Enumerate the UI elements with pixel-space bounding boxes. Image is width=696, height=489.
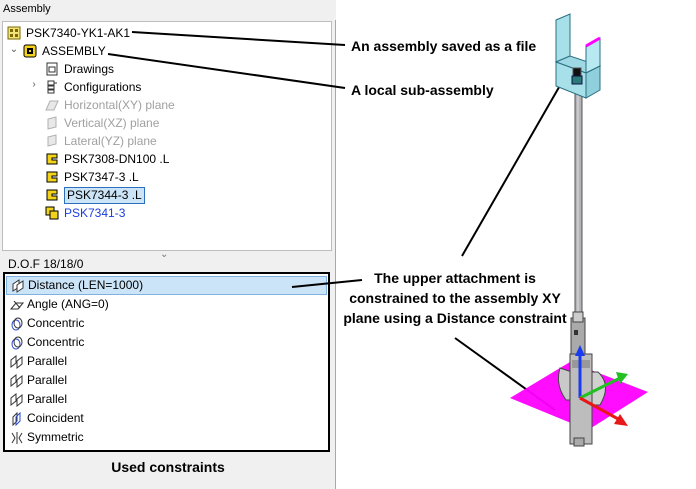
panel-title: Assembly: [0, 0, 336, 20]
tree-item-yz-plane[interactable]: Lateral(YZ) plane: [45, 132, 157, 150]
tree-item-xz-plane[interactable]: Vertical(XZ) plane: [45, 114, 159, 132]
lower-support-shape: [558, 311, 606, 447]
constraints-caption: Used constraints: [111, 459, 225, 475]
tree-root-label: PSK7340-YK1-AK1: [26, 26, 131, 40]
tree-item-label: PSK7347-3 .L: [64, 170, 139, 184]
constraints-list[interactable]: Distance (LEN=1000) Angle (ANG=0) Concen…: [3, 272, 330, 452]
assembly-panel: Assembly PSK7340-YK1-AK1 ⌄ ASSEMBLY Draw…: [0, 0, 336, 489]
configurations-icon: [45, 80, 59, 94]
symmetric-icon: [11, 431, 23, 444]
constraint-item[interactable]: Angle (ANG=0): [6, 295, 327, 314]
concentric-icon: [11, 317, 23, 330]
tree-item-label: Lateral(YZ) plane: [64, 134, 157, 148]
subassembly-icon: [45, 206, 59, 220]
constraint-item[interactable]: Parallel: [6, 371, 327, 390]
tree-item-drawings[interactable]: Drawings: [45, 60, 114, 78]
constraint-label: Coincident: [27, 411, 84, 425]
leader-line: [107, 53, 346, 89]
part-icon: [45, 152, 59, 166]
constraint-item[interactable]: Concentric: [6, 333, 327, 352]
part-icon: [45, 170, 59, 184]
leader-line: [291, 279, 363, 288]
assembly-tree[interactable]: PSK7340-YK1-AK1 ⌄ ASSEMBLY Drawings › Co…: [2, 21, 332, 251]
splitter-chevron-icon[interactable]: ⌄: [160, 249, 169, 260]
angle-icon: [10, 300, 24, 309]
leader-line: [461, 81, 563, 257]
constraint-item[interactable]: Coincident: [6, 409, 327, 428]
parallel-icon: [10, 392, 23, 407]
constraint-item[interactable]: Parallel: [6, 390, 327, 409]
tree-item-part[interactable]: PSK7308-DN100 .L: [45, 150, 169, 168]
annotation-upper: The upper attachment is constrained to t…: [340, 268, 570, 328]
constraint-label: Angle (ANG=0): [27, 297, 109, 311]
parallel-icon: [10, 354, 23, 369]
assembly-file-icon: [7, 26, 21, 40]
subassembly-icon: [23, 44, 37, 58]
constraint-label: Symmetric: [27, 430, 84, 444]
annotation-upper-line: plane using a Distance constraint: [343, 310, 567, 326]
tree-item-part-selected[interactable]: PSK7344-3 .L: [45, 186, 145, 204]
axis-triad-icon: [575, 345, 628, 426]
leader-line: [131, 31, 346, 46]
constraint-label: Parallel: [27, 354, 68, 368]
annotation-upper-line: The upper attachment is: [374, 270, 536, 286]
tree-item-assembly[interactable]: ASSEMBLY: [23, 42, 106, 60]
distance-icon: [12, 278, 24, 293]
tree-item-label: PSK7341-3: [64, 206, 126, 220]
tree-item-part[interactable]: PSK7347-3 .L: [45, 168, 139, 186]
constraint-item[interactable]: Concentric: [6, 314, 327, 333]
coincident-icon: [12, 411, 21, 426]
constraint-item[interactable]: Distance (LEN=1000): [6, 276, 327, 295]
plane-icon: [45, 116, 59, 130]
tree-item-label: Vertical(XZ) plane: [64, 116, 160, 130]
tree-item-label: Configurations: [64, 80, 142, 94]
expand-chevron-icon[interactable]: ›: [32, 79, 36, 90]
annotation-local: A local sub-assembly: [351, 82, 494, 98]
part-icon: [45, 188, 59, 202]
tree-item-label: Drawings: [64, 62, 115, 76]
drawings-icon: [45, 62, 59, 76]
annotation-file: An assembly saved as a file: [351, 38, 537, 54]
tree-item-xy-plane[interactable]: Horizontal(XY) plane: [45, 96, 175, 114]
constraint-label: Parallel: [27, 373, 68, 387]
collapse-chevron-icon[interactable]: ⌄: [9, 44, 19, 55]
tree-item-label: PSK7308-DN100 .L: [64, 152, 170, 166]
plane-icon: [45, 98, 59, 112]
tree-item-label: Horizontal(XY) plane: [64, 98, 175, 112]
tree-item-subassembly-link[interactable]: PSK7341-3: [45, 204, 125, 222]
annotation-upper-line: constrained to the assembly XY: [349, 290, 561, 306]
tree-item-configurations[interactable]: Configurations: [45, 78, 141, 96]
constraint-item[interactable]: Parallel: [6, 352, 327, 371]
plane-icon: [45, 134, 59, 148]
tree-root-item[interactable]: PSK7340-YK1-AK1: [7, 24, 130, 42]
dof-label: D.O.F 18/18/0: [8, 257, 84, 271]
constraint-item[interactable]: Symmetric: [6, 428, 327, 447]
upper-bracket-shape: [554, 13, 602, 99]
constraint-label: Concentric: [27, 316, 85, 330]
parallel-icon: [10, 373, 23, 388]
concentric-icon: [11, 336, 23, 349]
constraint-label: Concentric: [27, 335, 85, 349]
constraint-label: Parallel: [27, 392, 68, 406]
constraint-label: Distance (LEN=1000): [28, 278, 144, 292]
tree-assembly-label: ASSEMBLY: [42, 44, 106, 58]
tree-item-label: PSK7344-3 .L: [64, 186, 145, 204]
